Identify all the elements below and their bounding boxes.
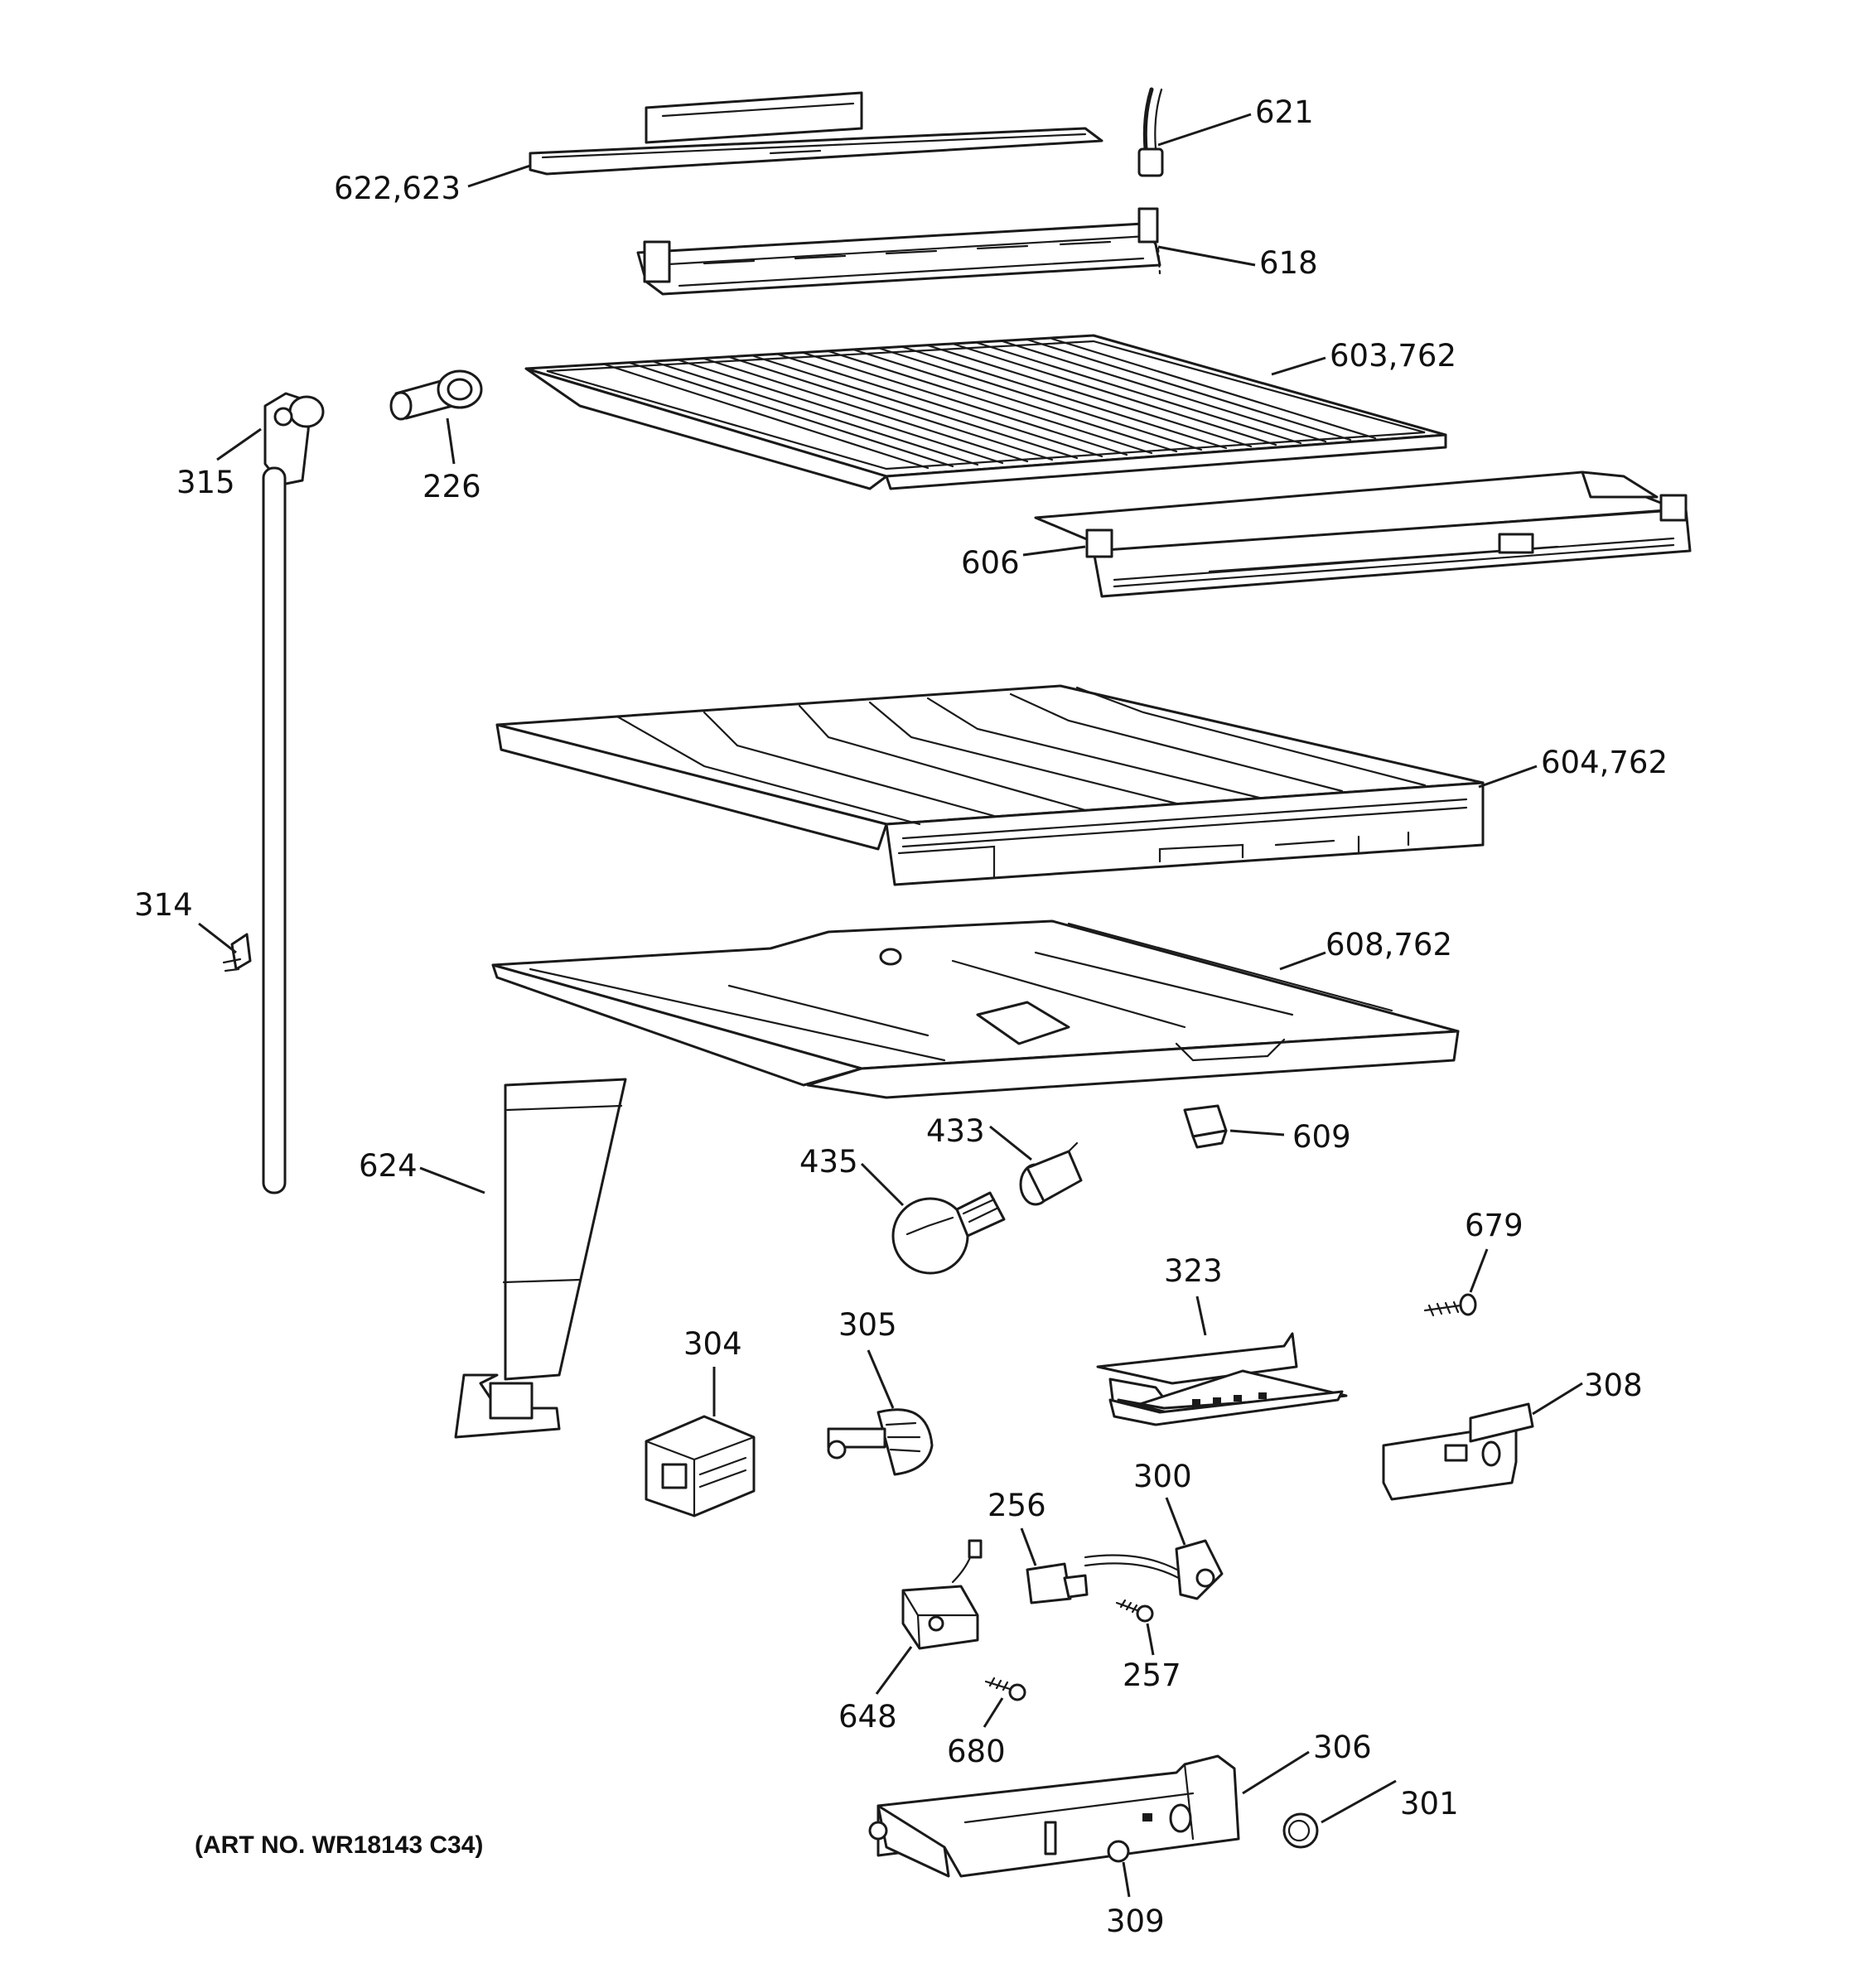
part-shelf-608-762 [491,919,1460,1099]
callout-314: 314 [134,887,193,923]
callout-304: 304 [683,1326,742,1362]
part-switch-256 [1026,1562,1089,1604]
part-plug-309 [1107,1840,1130,1863]
part-rod-314 [262,466,287,1194]
callout-300: 300 [1133,1459,1192,1494]
art-number: (ART NO. WR18143 C34) [195,1831,483,1859]
part-knob-301 [1282,1812,1319,1849]
callout-315: 315 [176,465,235,500]
part-screw-257 [1115,1599,1154,1623]
part-clip-314 [222,933,252,972]
part-clip-609 [1183,1104,1228,1149]
part-drawer-606 [1034,470,1692,598]
part-cylinder-226 [389,369,483,421]
callout-433: 433 [926,1113,985,1149]
part-timer-648 [901,1539,983,1650]
callout-257: 257 [1123,1657,1181,1693]
part-bracket-323 [1096,1332,1348,1426]
leader-lines [198,113,1583,1898]
callout-226: 226 [423,469,481,504]
callout-306: 306 [1313,1730,1372,1765]
part-screw-679 [1423,1293,1477,1317]
callout-323: 323 [1164,1253,1223,1289]
part-housing-618 [636,207,1161,296]
part-housing-306 [868,1754,1240,1878]
part-bracket-308 [1382,1402,1534,1501]
part-tube-621 [1137,87,1164,177]
callout-679: 679 [1465,1208,1524,1243]
part-socket-433 [1019,1141,1083,1206]
callout-609: 609 [1292,1119,1351,1155]
callout-604-762: 604,762 [1541,745,1668,780]
part-shelf-603-762 [524,334,1447,490]
callout-603-762: 603,762 [1330,338,1456,374]
callout-606: 606 [961,545,1020,581]
part-screw-680 [984,1677,1026,1701]
callout-648: 648 [838,1699,897,1735]
callout-680: 680 [947,1734,1006,1769]
callout-256: 256 [988,1488,1046,1523]
part-sensor-300 [1084,1539,1224,1600]
part-knob-305 [827,1408,934,1476]
part-bracket-624 [454,1078,627,1439]
part-shelf-604-762 [495,684,1485,886]
callout-435: 435 [799,1144,858,1180]
part-bracket-315 [263,392,325,486]
part-cover-622-623 [529,91,1103,176]
part-block-304 [645,1415,756,1518]
callout-308: 308 [1584,1368,1643,1403]
callout-305: 305 [838,1307,897,1343]
callout-labels: 621 622,623 618 603,762 315 226 606 604,… [134,94,1668,1939]
callout-301: 301 [1400,1786,1459,1822]
callout-621: 621 [1255,94,1314,130]
callout-608-762: 608,762 [1326,927,1452,963]
callout-309: 309 [1106,1904,1165,1939]
callout-624: 624 [359,1148,418,1184]
callout-622-623: 622,623 [334,171,461,206]
callout-618: 618 [1259,245,1318,281]
part-bulb-435 [891,1191,1006,1275]
